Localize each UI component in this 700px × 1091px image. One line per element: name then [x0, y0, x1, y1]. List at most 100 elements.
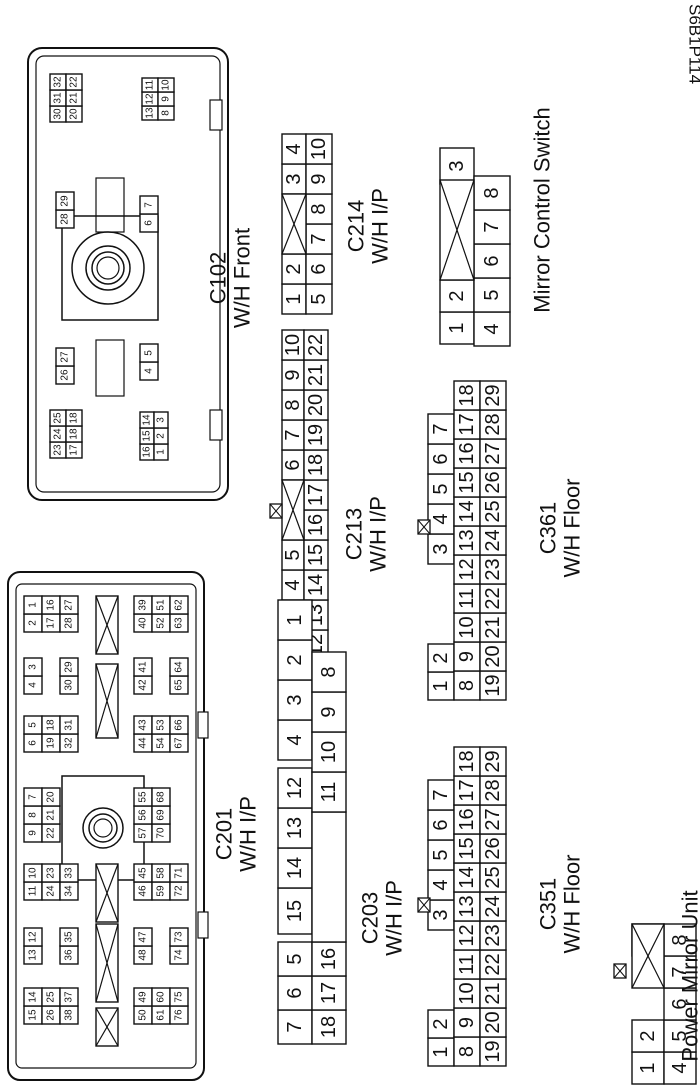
pin-number: 15 [305, 544, 327, 566]
pin-number: 28 [482, 413, 504, 435]
pin-number: 17 [456, 779, 478, 801]
pin-number: 4 [481, 323, 503, 334]
pin-number: 4 [283, 143, 305, 154]
pin-number: 8 [161, 110, 172, 116]
connector-c351: 1234567891011121314151617181920212223242… [418, 747, 506, 1066]
pin-number: 5 [28, 722, 39, 728]
pin-number: 8 [481, 187, 503, 198]
pin-number: 7 [430, 789, 452, 800]
pin-number: 1 [156, 449, 167, 455]
pin-number: 6 [284, 987, 306, 998]
pin-number: 21 [46, 809, 57, 821]
pin-number: 38 [64, 1009, 75, 1021]
connector-subtitle: W/H I/P [366, 496, 391, 572]
pin-number: 20 [69, 108, 80, 120]
pin-number: 9 [282, 369, 304, 380]
pin-number: 11 [145, 79, 156, 90]
pin-number: 10 [282, 334, 304, 356]
pin-number: 25 [482, 866, 504, 888]
pin-number: 6 [430, 453, 452, 464]
pin-number: 60 [156, 991, 167, 1003]
pin-number: 23 [53, 444, 64, 456]
pin-number: 47 [138, 931, 149, 943]
pin-number: 7 [308, 233, 330, 244]
pin-number: 17 [318, 982, 340, 1004]
pin-number: 49 [138, 991, 149, 1003]
pin-number: 18 [305, 454, 327, 476]
pin-number: 15 [28, 1009, 39, 1021]
pin-number: 21 [305, 364, 327, 386]
pin-number: 8 [456, 1046, 478, 1057]
pin-number: 59 [156, 885, 167, 897]
pin-number: 32 [53, 76, 64, 88]
pin-number: 69 [156, 809, 167, 821]
connector-title: Power Mirror Unit [678, 890, 700, 1061]
pin-number: 17 [456, 413, 478, 435]
pin-number: 23 [482, 558, 504, 580]
pin-number: 2 [446, 290, 468, 301]
pin-number: 44 [138, 737, 149, 749]
pin-block: 67 [140, 196, 158, 232]
pin-number: 19 [482, 674, 504, 696]
pin-number: 26 [482, 837, 504, 859]
pin-number: 9 [28, 830, 39, 836]
pin-number: 17 [46, 617, 57, 629]
pin-number: 7 [481, 221, 503, 232]
pin-number: 4 [430, 879, 452, 890]
pin-number: 22 [482, 953, 504, 975]
pin-number: 9 [456, 651, 478, 662]
pin-number: 12 [284, 777, 306, 799]
pin-number: 5 [430, 483, 452, 494]
pin-number: 50 [138, 1009, 149, 1021]
pin-number: 16 [318, 948, 340, 970]
pin-number: 19 [482, 1040, 504, 1062]
pin-number: 76 [174, 1009, 185, 1021]
pin-number: 27 [64, 599, 75, 611]
pin-number: 8 [456, 680, 478, 691]
connector-subtitle: W/H I/P [368, 188, 393, 264]
connector-title: C203 [358, 892, 383, 945]
pin-number: 8 [28, 812, 39, 818]
pin-number: 21 [69, 92, 80, 104]
pin-number: 4 [284, 734, 306, 745]
pin-number: 11 [28, 885, 39, 896]
pin-number: 24 [53, 428, 64, 440]
pin-number: 4 [28, 682, 39, 688]
pin-number: 71 [174, 867, 185, 879]
pin-number: 3 [430, 543, 452, 554]
pin-number: 61 [156, 1009, 167, 1021]
pin-number: 4 [669, 1062, 691, 1073]
pin-number: 28 [64, 617, 75, 629]
pin-number: 7 [28, 794, 39, 800]
pin-number: 10 [28, 867, 39, 879]
pin-number: 11 [456, 588, 478, 609]
pin-number: 18 [456, 384, 478, 406]
pin-number: 29 [482, 750, 504, 772]
pin-number: 13 [284, 817, 306, 839]
pin-number: 52 [156, 617, 167, 629]
pin-number: 29 [64, 661, 75, 673]
pin-number: 22 [305, 334, 327, 356]
connector-c201: 2117162827433029651918323198722212011102… [8, 572, 208, 1080]
pin-number: 5 [144, 350, 155, 356]
pin-number: 10 [456, 982, 478, 1004]
pin-number: 5 [308, 293, 330, 304]
pin-number: 13 [145, 107, 156, 119]
pin-number: 6 [282, 459, 304, 470]
pin-number: 32 [64, 737, 75, 749]
pin-number: 53 [156, 719, 167, 731]
connector-title: C201 [212, 808, 237, 861]
pin-number: 22 [46, 827, 57, 839]
pin-number: 55 [138, 791, 149, 803]
pin-number: 12 [456, 924, 478, 946]
pin-number: 31 [64, 719, 75, 731]
